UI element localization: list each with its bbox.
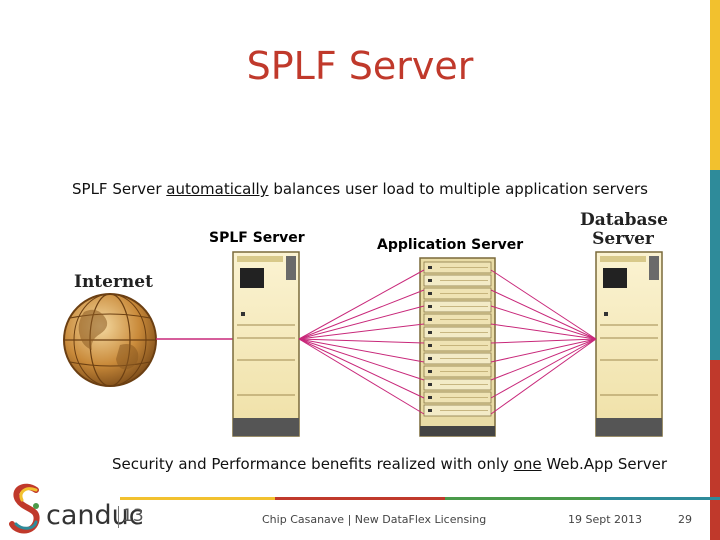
splf-to-app-line bbox=[298, 338, 425, 381]
rack-unit-led bbox=[428, 318, 432, 321]
rack-unit-led bbox=[428, 279, 432, 282]
benefits-part-1: Security and Performance benefits realiz… bbox=[112, 455, 514, 473]
rack-unit-led bbox=[428, 409, 432, 412]
rack-unit-led bbox=[428, 357, 432, 360]
app-to-db-line bbox=[490, 338, 597, 415]
footer-page-number: 29 bbox=[678, 513, 692, 526]
accent-bar-teal bbox=[710, 170, 720, 360]
rack-unit-led bbox=[428, 396, 432, 399]
subtitle-emphasis: automatically bbox=[166, 180, 269, 198]
rack-unit-led bbox=[428, 292, 432, 295]
splf-to-app-line bbox=[298, 338, 425, 399]
app-to-db-line bbox=[490, 338, 597, 399]
connection-lines bbox=[298, 269, 597, 415]
splf-to-app-line bbox=[298, 305, 425, 340]
app-to-db-line bbox=[490, 338, 597, 363]
benefits-emphasis: one bbox=[513, 455, 542, 473]
application-server-rack-icon bbox=[419, 257, 496, 437]
subtitle-part-3: balances user load to multiple applicati… bbox=[268, 180, 648, 198]
benefits-caption: Security and Performance benefits realiz… bbox=[112, 455, 667, 473]
database-label-line1: Database bbox=[580, 210, 668, 230]
rack-unit-led bbox=[428, 266, 432, 269]
splf-to-app-line bbox=[298, 338, 425, 363]
internet-label: Internet bbox=[74, 272, 153, 292]
rack-unit-led bbox=[428, 370, 432, 373]
splf-to-app-line bbox=[298, 338, 425, 344]
logo-divider bbox=[118, 506, 119, 528]
splf-to-app-line bbox=[298, 323, 425, 340]
application-server-label: Application Server bbox=[377, 237, 524, 253]
rack-units bbox=[423, 261, 492, 417]
rack-unit-led bbox=[428, 305, 432, 308]
app-to-db-line bbox=[490, 338, 597, 344]
benefits-part-3: Web.App Server bbox=[541, 455, 668, 473]
splf-to-app-line bbox=[298, 269, 425, 340]
splf-to-app-line bbox=[298, 338, 425, 415]
footer-line-yellow bbox=[120, 497, 275, 500]
accent-bar-red bbox=[710, 360, 720, 540]
rack-unit-led bbox=[428, 344, 432, 347]
splf-server-icon bbox=[232, 251, 300, 437]
app-to-db-line bbox=[490, 338, 597, 381]
footer-line-red bbox=[275, 497, 445, 500]
database-label-line2: Server bbox=[592, 229, 654, 249]
app-to-db-line bbox=[490, 269, 597, 340]
accent-bar-yellow bbox=[710, 0, 720, 170]
logo-wordmark: canduc bbox=[46, 500, 144, 531]
subtitle-caption: SPLF Server automatically balances user … bbox=[72, 180, 648, 198]
logo-year: 13 bbox=[122, 506, 144, 526]
footer-presenter: Chip Casanave | New DataFlex Licensing bbox=[262, 513, 487, 526]
footer-date: 19 Sept 2013 bbox=[568, 513, 643, 526]
footer-line-teal bbox=[600, 497, 720, 500]
app-to-db-line bbox=[490, 289, 597, 340]
database-server-label: Database Server bbox=[580, 210, 668, 249]
database-server-icon bbox=[595, 251, 663, 437]
subtitle-part-1: SPLF Server bbox=[72, 180, 167, 198]
footer-line-green bbox=[445, 497, 600, 500]
app-to-db-line bbox=[490, 323, 597, 340]
scanduc-logo-icon bbox=[9, 483, 40, 534]
slide-title: SPLF Server bbox=[246, 44, 474, 88]
globe-icon bbox=[63, 293, 157, 387]
splf-server-label: SPLF Server bbox=[209, 230, 305, 246]
rack-unit-led bbox=[428, 331, 432, 334]
app-to-db-line bbox=[490, 305, 597, 340]
splf-to-app-line bbox=[298, 289, 425, 340]
rack-unit-led bbox=[428, 383, 432, 386]
